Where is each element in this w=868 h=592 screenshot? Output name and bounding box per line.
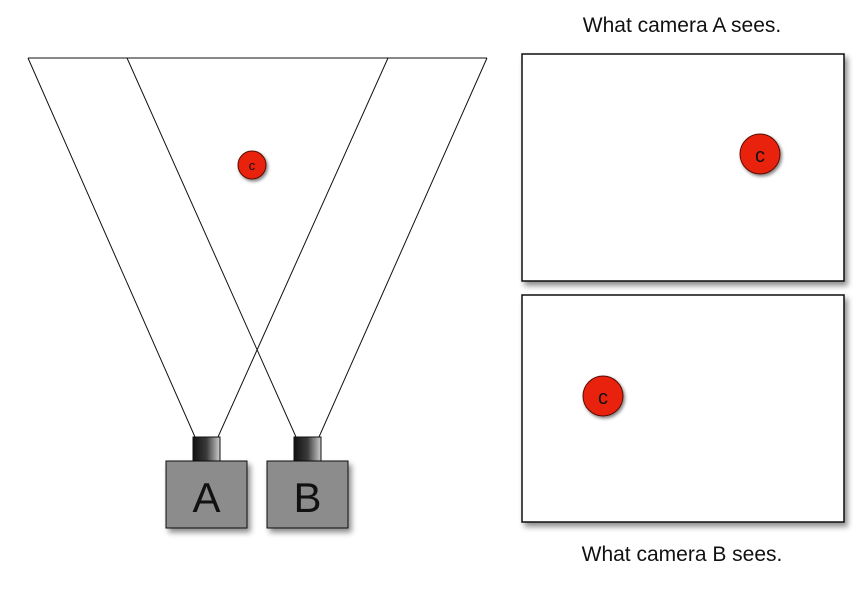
camera-a-view-caption: What camera A sees.	[582, 14, 782, 37]
scene-object: c	[237, 150, 267, 180]
camera-b-view-panel: c	[521, 294, 845, 523]
camera-b-view-object-label: c	[598, 387, 608, 409]
camera-b-body	[266, 460, 349, 529]
camera-a-body	[165, 460, 248, 529]
camera-b-label: B	[293, 474, 321, 521]
camera-b-field-of-view	[126, 57, 488, 438]
camera-a-view-panel: c	[521, 53, 845, 282]
camera-a: A	[165, 436, 248, 529]
camera-b-lens	[293, 436, 322, 462]
camera-a-field-of-view	[27, 57, 389, 438]
camera-a-label: A	[192, 474, 220, 521]
scene-object-label: c	[249, 158, 256, 173]
camera-b-view-caption: What camera B sees.	[581, 543, 783, 566]
camera-b: B	[266, 436, 349, 529]
camera-a-lens	[192, 436, 221, 462]
camera-a-view-object-label: c	[755, 145, 765, 167]
